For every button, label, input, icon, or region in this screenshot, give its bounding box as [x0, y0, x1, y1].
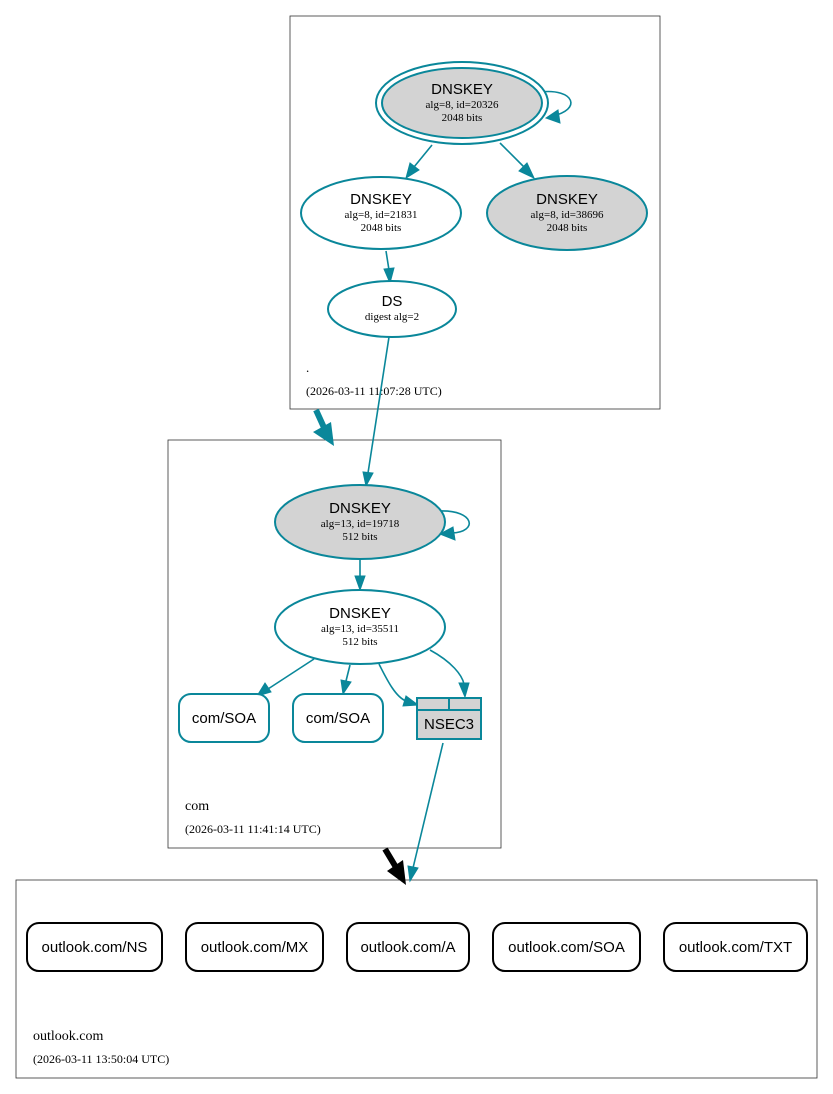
edges	[255, 90, 572, 883]
root-zsk-line1: alg=8, id=21831	[345, 209, 418, 221]
edge-ds-to-com-ksk	[367, 336, 390, 474]
com-zsk-title: DNSKEY	[329, 605, 391, 622]
node-com-ksk: DNSKEY alg=13, id=19718 512 bits	[274, 484, 446, 560]
arrow-root-zsk-to-ds	[383, 267, 395, 285]
node-com-soa-1: com/SOA	[178, 693, 270, 743]
node-root-key3: DNSKEY alg=8, id=38696 2048 bits	[486, 175, 648, 251]
node-outlook-a: outlook.com/A	[346, 922, 470, 972]
outlook-a-label: outlook.com/A	[360, 939, 455, 956]
com-ksk-line2: 512 bits	[342, 531, 377, 543]
zone-com-name: com	[185, 799, 209, 814]
node-com-soa-2: com/SOA	[292, 693, 384, 743]
edge-com-zsk-to-nsec3-a	[378, 663, 407, 702]
zone-outlook-border	[15, 879, 818, 1079]
outlook-a-box	[346, 922, 470, 972]
arrow-com-zsk-to-nsec3-b	[458, 682, 470, 699]
edge-nsec3-to-outlook	[412, 742, 444, 869]
delegation-root-to-com	[313, 408, 334, 446]
delegation-com-to-outlook	[382, 847, 406, 885]
node-root-zsk: DNSKEY alg=8, id=21831 2048 bits	[300, 176, 462, 250]
arrow-ds-to-com-ksk	[362, 471, 374, 488]
zone-root-timestamp: (2026-03-11 11:07:28 UTC)	[306, 384, 442, 398]
root-key3-title: DNSKEY	[536, 191, 598, 208]
zone-root-name: .	[306, 360, 309, 375]
outlook-mx-box	[185, 922, 324, 972]
edge-com-zsk-to-soa1	[267, 658, 315, 690]
arrow-com-zsk-to-soa1	[255, 682, 272, 697]
node-outlook-mx: outlook.com/MX	[185, 922, 324, 972]
outlook-txt-box	[663, 922, 808, 972]
arrow-com-ksk-to-zsk	[354, 575, 366, 592]
zone-outlook: outlook.com (2026-03-11 13:50:04 UTC)	[15, 879, 818, 1079]
arrow-com-ksk-self	[438, 526, 456, 541]
node-outlook-ns: outlook.com/NS	[26, 922, 163, 972]
arrow-nsec3-to-outlook	[407, 865, 419, 883]
root-zsk-line2: 2048 bits	[361, 222, 402, 234]
outlook-soa-box	[492, 922, 641, 972]
com-soa-2-box	[292, 693, 384, 743]
root-key3-ellipse	[486, 175, 648, 251]
edge-root-ksk-self	[539, 90, 572, 117]
com-zsk-ellipse	[274, 589, 446, 665]
root-zsk-ellipse	[300, 176, 462, 250]
root-ksk-line1: alg=8, id=20326	[426, 99, 499, 111]
delegation-insecure-arrowhead	[387, 860, 406, 885]
node-outlook-txt: outlook.com/TXT	[663, 922, 808, 972]
root-key3-line2: 2048 bits	[547, 222, 588, 234]
com-zsk-line2: 512 bits	[342, 636, 377, 648]
root-zsk-title: DNSKEY	[350, 191, 412, 208]
outlook-mx-label: outlook.com/MX	[201, 939, 309, 956]
com-ksk-title: DNSKEY	[329, 500, 391, 517]
arrow-root-ksk-self	[544, 109, 561, 124]
arrow-root-ksk-to-zsk	[405, 162, 420, 180]
com-soa-1-label: com/SOA	[192, 710, 256, 727]
root-ksk-title: DNSKEY	[431, 81, 493, 98]
node-com-ds: DS digest alg=2	[327, 280, 457, 338]
node-nsec3: NSEC3	[416, 697, 482, 740]
com-soa-2-label: com/SOA	[306, 710, 370, 727]
outlook-soa-label: outlook.com/SOA	[508, 939, 625, 956]
node-com-zsk: DNSKEY alg=13, id=35511 512 bits	[274, 589, 446, 665]
edge-com-zsk-to-soa2	[345, 664, 351, 682]
root-key3-line1: alg=8, id=38696	[531, 209, 604, 221]
node-root-ksk: DNSKEY alg=8, id=20326 2048 bits	[375, 61, 549, 145]
root-ksk-ellipse	[381, 67, 543, 139]
delegation-secure-arrowhead	[313, 422, 334, 446]
edge-com-ksk-self	[439, 510, 470, 534]
edge-root-zsk-to-ds	[385, 250, 390, 271]
edge-root-ksk-to-key3	[499, 142, 525, 168]
root-ksk-line2: 2048 bits	[442, 112, 483, 124]
arrow-com-zsk-to-nsec3-a	[402, 695, 420, 707]
arrow-com-zsk-to-soa2	[340, 679, 352, 696]
edge-com-zsk-to-nsec3-b	[429, 649, 465, 685]
node-outlook-soa: outlook.com/SOA	[492, 922, 641, 972]
edge-root-ksk-to-zsk	[413, 144, 433, 168]
outlook-ns-box	[26, 922, 163, 972]
outlook-ns-label: outlook.com/NS	[42, 939, 148, 956]
com-soa-1-box	[178, 693, 270, 743]
com-ksk-ellipse	[274, 484, 446, 560]
nsec3-label: NSEC3	[424, 716, 474, 733]
outlook-txt-label: outlook.com/TXT	[679, 939, 792, 956]
zone-com-timestamp: (2026-03-11 11:41:14 UTC)	[185, 822, 321, 836]
com-zsk-line1: alg=13, id=35511	[321, 623, 399, 635]
com-ds-title: DS	[382, 293, 403, 310]
com-ds-ellipse	[327, 280, 457, 338]
zone-outlook-name: outlook.com	[33, 1029, 103, 1044]
arrow-root-ksk-to-key3	[518, 162, 536, 180]
com-ksk-line1: alg=13, id=19718	[321, 518, 400, 530]
zone-outlook-timestamp: (2026-03-11 13:50:04 UTC)	[33, 1052, 169, 1066]
com-ds-line1: digest alg=2	[365, 311, 419, 323]
